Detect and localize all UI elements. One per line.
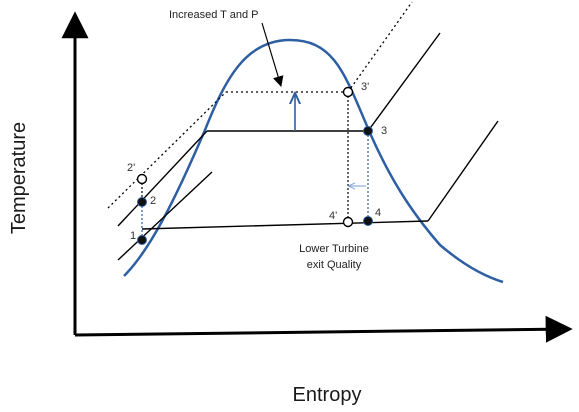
isobar-base-liquid <box>117 130 208 227</box>
state-point-4 <box>363 216 373 226</box>
label-point-3prime: 3' <box>361 81 369 93</box>
state-point-1 <box>137 235 147 245</box>
label-point-2prime: 2' <box>127 162 135 174</box>
y-axis-title: Temperature <box>8 122 30 234</box>
label-point-4prime: 4' <box>329 210 337 222</box>
state-point-4prime <box>342 216 354 228</box>
saturation-dome <box>123 38 504 284</box>
state-point-3 <box>363 126 373 136</box>
state-point-3prime <box>342 86 354 98</box>
state-point-2 <box>137 197 147 207</box>
label-point-1: 1 <box>130 230 136 242</box>
isobar-low-superheat <box>427 120 499 222</box>
state-point-2prime <box>136 173 148 185</box>
x-axis-title: Entropy <box>293 384 362 406</box>
label-point-3: 3 <box>381 125 387 137</box>
label-point-2: 2 <box>150 195 156 207</box>
annotation-increased-t-p: Increased T and P <box>169 9 259 21</box>
condenser-line <box>141 220 429 230</box>
annotation-pointer-arrow <box>261 22 284 88</box>
label-point-4: 4 <box>375 207 381 219</box>
isobar-low-compressed <box>117 171 213 261</box>
isobar-base-superheat <box>367 32 441 132</box>
isobar-high-liquid <box>107 91 227 209</box>
x-axis <box>74 315 573 343</box>
annotation-lower-quality-line2: exit Quality <box>307 259 362 271</box>
isobar-high-superheat <box>347 1 413 93</box>
annotation-lower-quality-line1: Lower Turbine <box>299 243 369 255</box>
